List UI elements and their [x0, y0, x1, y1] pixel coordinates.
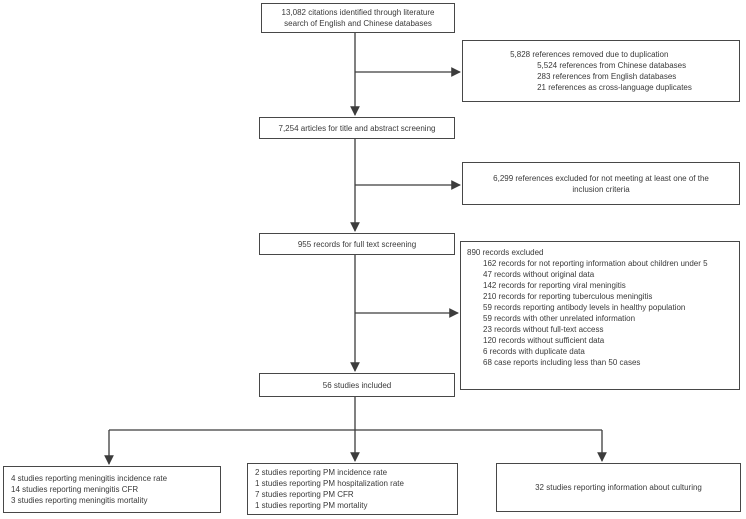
- box-title-abstract-screening: 7,254 articles for title and abstract sc…: [259, 117, 455, 139]
- box-pm-outcomes: 2 studies reporting PM incidence rate 1 …: [247, 463, 458, 515]
- duplicates-item: 21 references as cross-language duplicat…: [537, 83, 692, 92]
- excluded-inclusion-line1: 6,299 references excluded for not meetin…: [493, 173, 709, 183]
- box-full-text-screening: 955 records for full text screening: [259, 233, 455, 255]
- citations-line1: 13,082 citations identified through lite…: [281, 8, 435, 17]
- meningitis-outcome-item: 3 studies reporting meningitis mortality: [11, 496, 148, 505]
- title-abstract-label: 7,254 articles for title and abstract sc…: [278, 123, 436, 133]
- duplicates-header: 5,828 references removed due to duplicat…: [510, 50, 669, 59]
- box-excluded-inclusion-criteria: 6,299 references excluded for not meetin…: [462, 162, 740, 205]
- records-excluded-header: 890 records excluded: [467, 248, 544, 257]
- box-duplicates-removed: 5,828 references removed due to duplicat…: [462, 40, 740, 102]
- pm-outcome-item: 7 studies reporting PM CFR: [255, 490, 354, 499]
- box-meningitis-outcomes: 4 studies reporting meningitis incidence…: [3, 466, 221, 513]
- duplicates-item: 5,524 references from Chinese databases: [537, 61, 687, 70]
- records-excluded-item: 47 records without original data: [483, 270, 595, 279]
- culturing-label: 32 studies reporting information about c…: [535, 483, 702, 492]
- box-citations-identified: 13,082 citations identified through lite…: [261, 3, 455, 33]
- box-culturing: 32 studies reporting information about c…: [496, 463, 741, 512]
- records-excluded-item: 59 records with other unrelated informat…: [483, 314, 636, 323]
- duplicates-item: 283 references from English databases: [537, 72, 677, 81]
- pm-outcome-item: 1 studies reporting PM hospitalization r…: [255, 479, 404, 488]
- pm-outcome-item: 1 studies reporting PM mortality: [255, 501, 368, 510]
- studies-included-label: 56 studies included: [322, 380, 392, 390]
- pm-outcome-item: 2 studies reporting PM incidence rate: [255, 468, 388, 477]
- excluded-inclusion-line2: inclusion criteria: [572, 184, 630, 194]
- records-excluded-item: 162 records for not reporting informatio…: [483, 259, 708, 268]
- records-excluded-item: 120 records without sufficient data: [483, 336, 605, 345]
- records-excluded-item: 68 case reports including less than 50 c…: [483, 358, 641, 367]
- records-excluded-item: 23 records without full-text access: [483, 325, 604, 334]
- full-text-label: 955 records for full text screening: [297, 239, 417, 249]
- citations-line2: search of English and Chinese databases: [284, 19, 432, 28]
- records-excluded-item: 6 records with duplicate data: [483, 347, 585, 356]
- box-studies-included: 56 studies included: [259, 373, 455, 397]
- box-records-excluded: 890 records excluded 162 records for not…: [460, 241, 740, 390]
- meningitis-outcome-item: 14 studies reporting meningitis CFR: [11, 485, 139, 494]
- records-excluded-item: 210 records for reporting tuberculous me…: [483, 292, 653, 301]
- records-excluded-item: 59 records reporting antibody levels in …: [483, 303, 686, 312]
- records-excluded-item: 142 records for reporting viral meningit…: [483, 281, 626, 290]
- meningitis-outcome-item: 4 studies reporting meningitis incidence…: [11, 474, 168, 483]
